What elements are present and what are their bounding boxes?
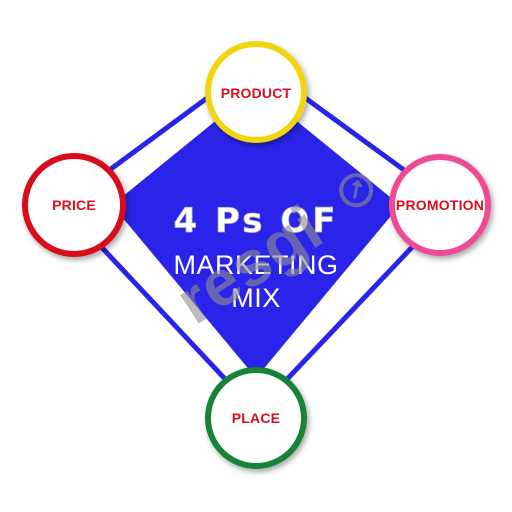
center-line-mix: MIX [231,283,281,313]
node-product: PRODUCT [205,41,307,143]
node-price-ring [22,153,126,257]
node-place: PLACE [205,367,307,469]
node-promotion-label: PROMOTION [396,197,484,213]
node-price-label: PRICE [52,197,96,213]
center-diamond [112,88,400,378]
node-product-ring [205,41,307,143]
node-price: PRICE [22,153,126,257]
node-product-label: PRODUCT [221,85,292,101]
node-promotion-ring [389,154,491,256]
center-title: 4 Ps OF [173,201,338,241]
node-promotion: PROMOTION [389,154,491,256]
node-place-ring [205,367,307,469]
watermark-logo-icon [339,173,374,208]
node-place-label: PLACE [232,410,280,426]
center-line-marketing: MARKETING [173,250,338,280]
